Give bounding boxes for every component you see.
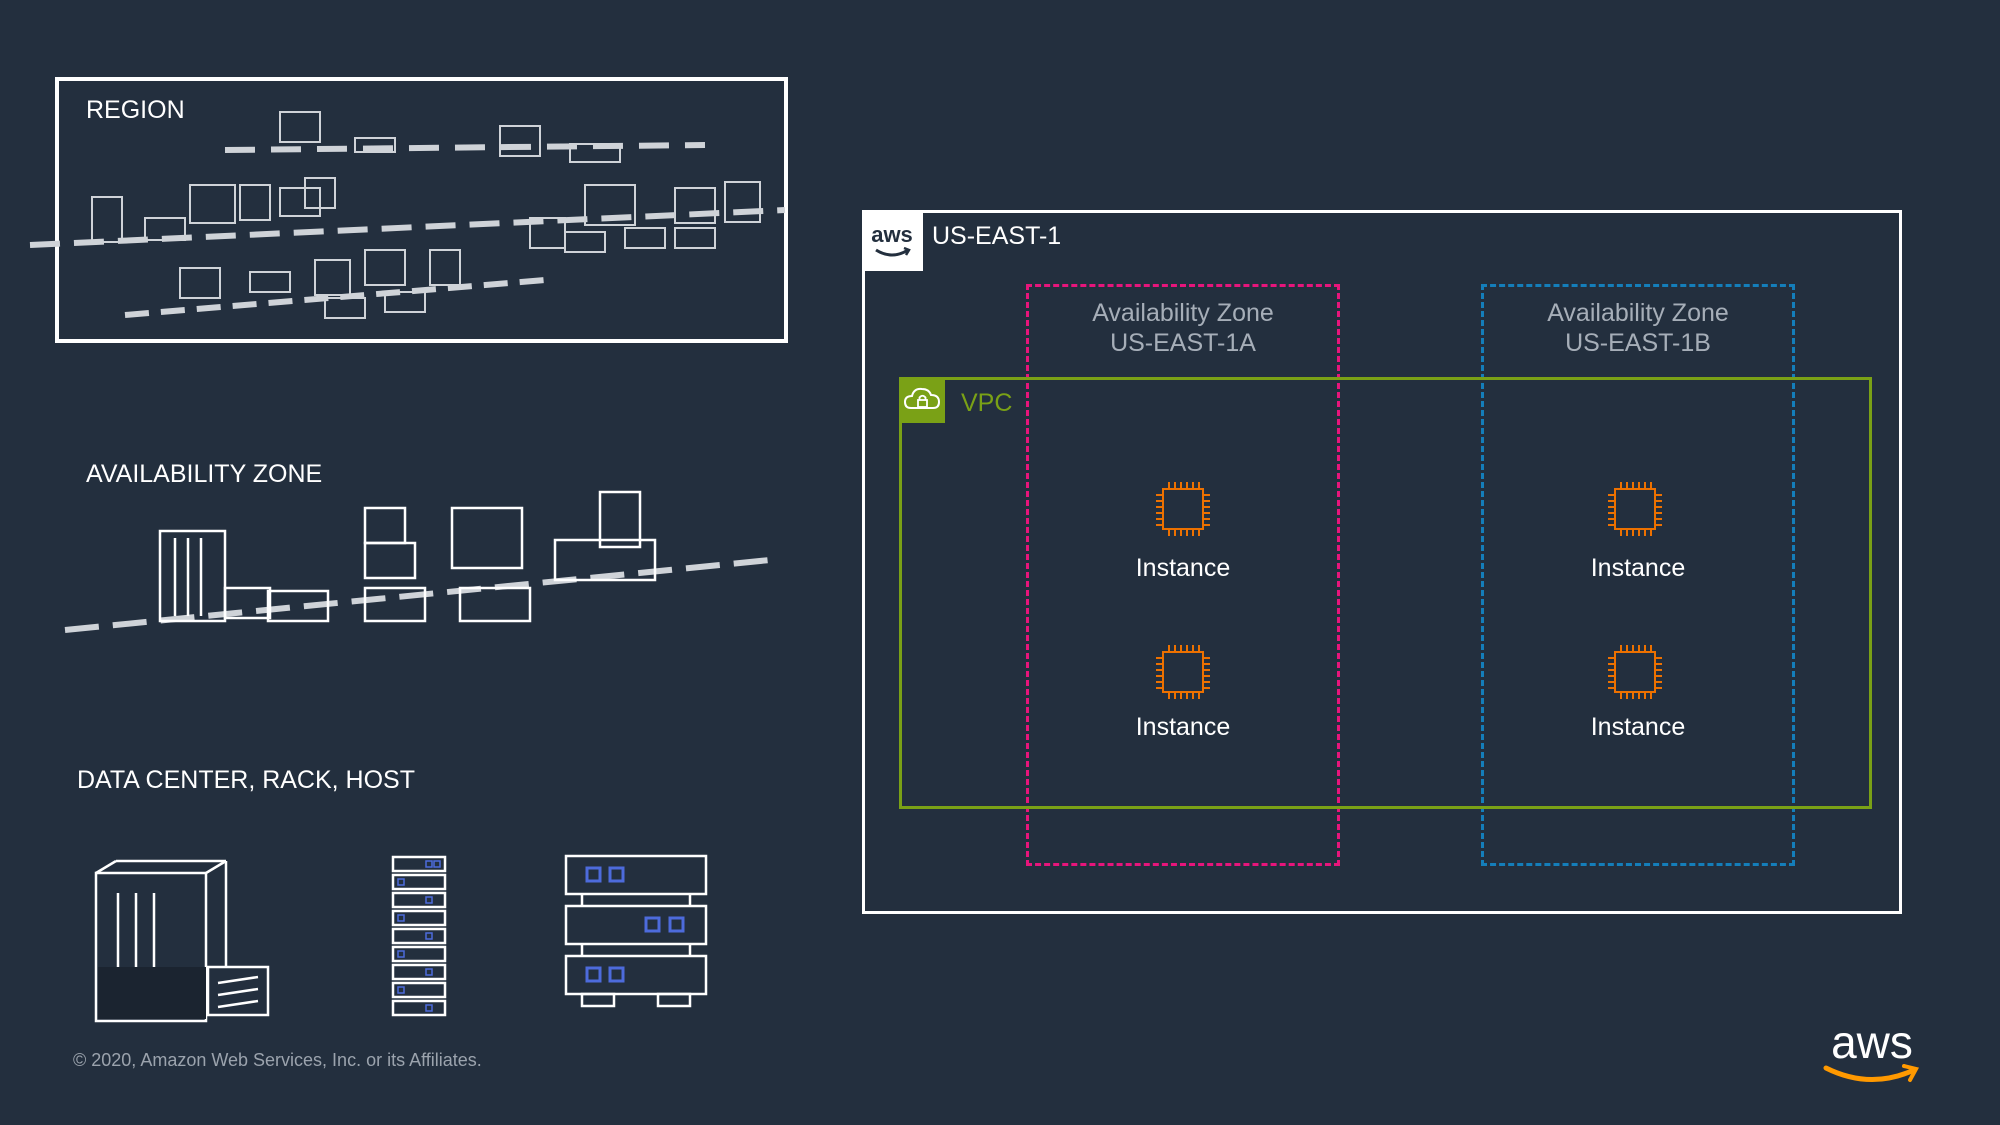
aws-logo-text: aws (1831, 1018, 1913, 1068)
availability-zone-illustration (64, 490, 771, 633)
instance-label: Instance (1135, 554, 1231, 582)
vpc-box (899, 377, 1872, 809)
region-name: US-EAST-1 (932, 222, 1062, 250)
data-center-icon (94, 859, 270, 1023)
vpc-cloud-lock-icon (903, 387, 941, 409)
zone-a-title: Availability Zone (1092, 299, 1274, 327)
availability-zone-a-box (1026, 284, 1340, 866)
rack-icon (391, 855, 447, 1017)
vpc-label: VPC (961, 389, 1013, 417)
zone-b-label: Availability Zone US-EAST-1B (1481, 298, 1795, 358)
vpc-tag (899, 377, 945, 423)
host-server-icon (564, 854, 708, 1008)
data-center-rack-host-heading: DATA CENTER, RACK, HOST (77, 766, 416, 794)
instance-chip-icon (1608, 645, 1662, 699)
zone-a-label: Availability Zone US-EAST-1A (1026, 298, 1340, 358)
aws-logo-icon: aws (871, 222, 913, 257)
aws-tag-logo-text: aws (871, 222, 913, 247)
instance-chip-icon (1156, 645, 1210, 699)
aws-region-tag: aws (862, 210, 923, 271)
zone-a-name: US-EAST-1A (1110, 329, 1256, 357)
aws-logo: aws (1823, 1018, 1919, 1082)
instance-chip-icon (1608, 482, 1662, 536)
instance-chip-icon (1156, 482, 1210, 536)
instance-label: Instance (1135, 713, 1231, 741)
instance-label: Instance (1590, 713, 1686, 741)
instance-label: Instance (1590, 554, 1686, 582)
copyright-notice: © 2020, Amazon Web Services, Inc. or its… (73, 1050, 482, 1070)
zone-b-title: Availability Zone (1547, 299, 1729, 327)
region-cityscape-illustration (29, 111, 786, 319)
region-group-box (862, 210, 1902, 914)
region-illustration-frame (55, 77, 788, 343)
availability-zone-heading: AVAILABILITY ZONE (86, 460, 323, 488)
region-heading: REGION (86, 96, 185, 124)
availability-zone-b-box (1481, 284, 1795, 866)
zone-b-name: US-EAST-1B (1565, 329, 1711, 357)
